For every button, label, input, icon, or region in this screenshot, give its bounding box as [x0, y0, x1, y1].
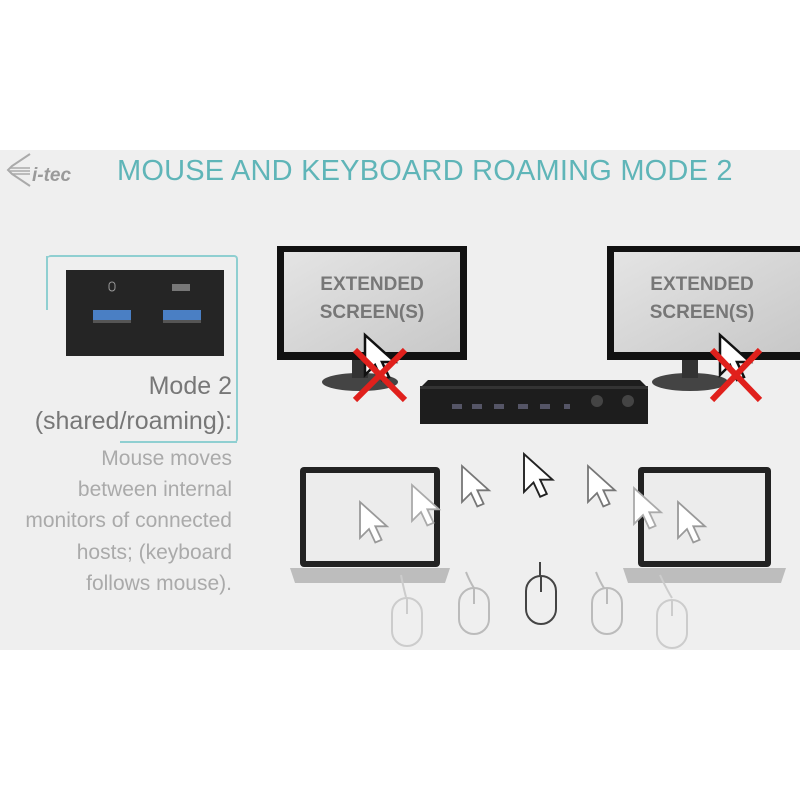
- mouse-icon: [656, 574, 688, 649]
- extended-monitor-left: EXTENDED SCREEN(S): [277, 246, 467, 391]
- i-tec-logo: [6, 153, 31, 187]
- monitor-label: SCREEN(S): [650, 302, 755, 323]
- cursor-icon: [461, 465, 490, 508]
- usb-port: [163, 310, 201, 320]
- cursor-icon: [523, 453, 554, 498]
- laptop-right: [623, 467, 786, 583]
- mouse-icon: [391, 574, 423, 647]
- mouse-icon: [525, 562, 557, 625]
- usb-port-panel: [66, 270, 224, 356]
- cursor-icon: [587, 465, 616, 508]
- mode-description-line: follows mouse).: [86, 572, 232, 595]
- blocked-cursor-icon: [352, 333, 408, 403]
- monitor-label: EXTENDED: [650, 274, 753, 295]
- mouse-icon: [458, 571, 490, 635]
- monitor-label: SCREEN(S): [320, 302, 425, 323]
- mode-description-line: monitors of connected: [25, 509, 232, 532]
- blocked-cursor-icon: [709, 333, 763, 403]
- mode-description-line: hosts; (keyboard: [76, 541, 232, 564]
- mouse-icon: [108, 281, 116, 292]
- page-title: MOUSE AND KEYBOARD ROAMING MODE 2: [117, 155, 733, 187]
- extended-monitor-right: EXTENDED SCREEN(S): [607, 246, 800, 391]
- usb-ports: [93, 281, 201, 323]
- mode-heading: Mode 2: [148, 372, 232, 400]
- mode-description-line: Mouse moves: [101, 447, 232, 470]
- mode-frame: [47, 255, 238, 443]
- mode-frame-edge: [46, 256, 48, 310]
- mode-description-line: between internal: [77, 478, 232, 501]
- kvm-switch: [420, 380, 648, 424]
- keyboard-icon: [172, 284, 190, 291]
- mode-frame-edge: [120, 441, 237, 443]
- logo-text: i-tec: [32, 165, 72, 186]
- monitor-label: EXTENDED: [320, 274, 423, 295]
- usb-port: [93, 310, 131, 320]
- mode-subheading: (shared/roaming):: [34, 407, 232, 435]
- mouse-icon: [591, 571, 623, 635]
